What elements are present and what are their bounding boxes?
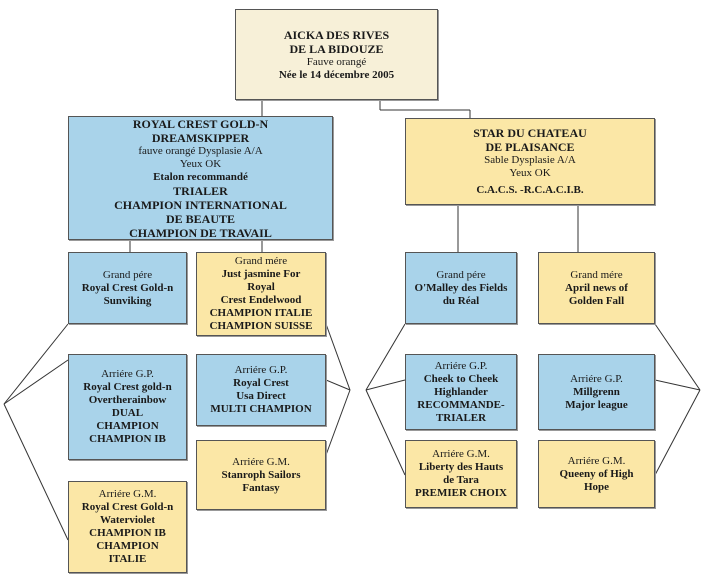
great-grandmother-1-line5: ITALIE bbox=[108, 553, 147, 565]
great-grandfather-3-line1: Cheek to Cheek bbox=[423, 372, 499, 385]
great-grandmother-2-label: Arriére G.M. bbox=[232, 455, 290, 468]
right-grandmother-label: Grand mére bbox=[570, 268, 623, 281]
great-grandfather-2-box: Arriére G.P. Royal Crest Usa Direct MULT… bbox=[196, 354, 326, 426]
left-grandmother-label: Grand mére bbox=[234, 255, 288, 267]
great-grandfather-1-line3: DUAL bbox=[111, 407, 144, 419]
left-grandmother-line2: Royal bbox=[247, 281, 275, 293]
right-grandfather-line1: O'Malley des Fields bbox=[414, 281, 508, 294]
great-grandmother-3-line1: Liberty des Hauts bbox=[418, 461, 504, 473]
great-grandmother-1-line2: Waterviolet bbox=[100, 514, 155, 526]
right-grandfather-label: Grand pére bbox=[436, 268, 486, 281]
great-grandfather-3-line2: Highlander bbox=[434, 385, 488, 398]
great-grandfather-2-label: Arriére G.P. bbox=[234, 364, 288, 376]
sire-name-line1: ROYAL CREST GOLD-N bbox=[132, 116, 269, 131]
left-grandfather-box: Grand pére Royal Crest Gold-n Sunviking bbox=[68, 252, 187, 324]
great-grandfather-1-box: Arriére G.P. Royal Crest gold-n Overther… bbox=[68, 354, 187, 460]
sire-title-4: DE BEAUTE bbox=[165, 211, 236, 226]
great-grandfather-2-line2: Usa Direct bbox=[236, 390, 286, 402]
root-birth-date: Née le 14 décembre 2005 bbox=[278, 68, 395, 81]
left-grandmother-line3: Crest Endelwood bbox=[220, 294, 302, 306]
sire-info-line1: fauve orangé Dysplasie A/A bbox=[138, 144, 263, 157]
left-grandfather-line1: Royal Crest Gold-n bbox=[81, 281, 174, 294]
great-grandmother-1-line3: CHAMPION IB bbox=[89, 527, 166, 539]
great-grandmother-1-line4: CHAMPION bbox=[96, 540, 159, 552]
great-grandfather-3-label: Arriére G.P. bbox=[434, 359, 488, 372]
great-grandmother-3-label: Arriére G.M. bbox=[432, 448, 490, 460]
right-grandmother-line1: April news of bbox=[565, 281, 628, 294]
dam-title: C.A.C.S. -R.C.A.C.I.B. bbox=[476, 184, 584, 196]
sire-title-2: TRIALER bbox=[173, 183, 228, 198]
great-grandfather-3-box: Arriére G.P. Cheek to Cheek Highlander R… bbox=[405, 354, 517, 430]
dam-info-line1: Sable Dysplasie A/A bbox=[484, 154, 576, 166]
great-grandfather-1-line4: CHAMPION bbox=[96, 420, 159, 432]
great-grandmother-4-box: Arriére G.M. Queeny of High Hope bbox=[538, 440, 655, 508]
sire-box: ROYAL CREST GOLD-N DREAMSKIPPER fauve or… bbox=[68, 116, 333, 240]
great-grandfather-4-line1: Millgrenn bbox=[573, 385, 620, 398]
root-dog-box: AICKA DES RIVES DE LA BIDOUZE Fauve oran… bbox=[235, 9, 438, 100]
great-grandfather-2-line3: MULTI CHAMPION bbox=[210, 403, 312, 415]
great-grandfather-1-line5: CHAMPION IB bbox=[89, 433, 166, 445]
left-grandmother-line1: Just jasmine For bbox=[221, 268, 301, 280]
great-grandmother-2-line1: Stanroph Sailors bbox=[221, 468, 301, 481]
dam-name-line2: DE PLAISANCE bbox=[485, 140, 575, 154]
left-grandmother-line4: CHAMPION ITALIE bbox=[209, 307, 313, 319]
great-grandfather-4-box: Arriére G.P. Millgrenn Major league bbox=[538, 354, 655, 430]
great-grandfather-2-line1: Royal Crest bbox=[233, 377, 289, 389]
sire-name-line2: DREAMSKIPPER bbox=[151, 130, 250, 145]
great-grandmother-4-label: Arriére G.M. bbox=[567, 454, 626, 467]
great-grandmother-2-line2: Fantasy bbox=[242, 481, 280, 494]
great-grandfather-3-line3: RECOMMANDE- bbox=[417, 398, 505, 411]
great-grandmother-4-line1: Queeny of High bbox=[559, 467, 634, 480]
right-grandmother-line2: Golden Fall bbox=[568, 294, 625, 307]
great-grandmother-3-line2: de Tara bbox=[443, 474, 479, 486]
great-grandfather-1-label: Arriére G.P. bbox=[101, 368, 154, 380]
dam-name-line1: STAR DU CHATEAU bbox=[473, 126, 587, 140]
great-grandfather-4-label: Arriére G.P. bbox=[570, 372, 623, 385]
left-grandmother-box: Grand mére Just jasmine For Royal Crest … bbox=[196, 252, 326, 336]
root-name-line2: DE LA BIDOUZE bbox=[289, 41, 384, 56]
left-grandmother-line5: CHAMPION SUISSE bbox=[209, 320, 313, 332]
great-grandfather-1-line1: Royal Crest gold-n bbox=[83, 381, 172, 393]
right-grandfather-box: Grand pére O'Malley des Fields du Réal bbox=[405, 252, 517, 324]
left-grandfather-label: Grand pére bbox=[102, 268, 153, 281]
right-grandfather-line2: du Réal bbox=[442, 294, 480, 307]
right-grandmother-box: Grand mére April news of Golden Fall bbox=[538, 252, 655, 324]
great-grandfather-1-line2: Overtherainbow bbox=[88, 394, 167, 406]
great-grandmother-1-line1: Royal Crest Gold-n bbox=[81, 501, 174, 513]
great-grandfather-4-line2: Major league bbox=[565, 398, 628, 411]
sire-title-1: Etalon recommandé bbox=[153, 170, 248, 183]
great-grandmother-3-line3: PREMIER CHOIX bbox=[415, 487, 507, 499]
great-grandmother-3-box: Arriére G.M. Liberty des Hauts de Tara P… bbox=[405, 440, 517, 508]
left-grandfather-line2: Sunviking bbox=[103, 294, 152, 307]
great-grandmother-1-box: Arriére G.M. Royal Crest Gold-n Watervio… bbox=[68, 481, 187, 573]
great-grandmother-1-label: Arriére G.M. bbox=[98, 488, 157, 500]
dam-box: STAR DU CHATEAU DE PLAISANCE Sable Dyspl… bbox=[405, 118, 655, 205]
root-color: Fauve orangé bbox=[306, 55, 367, 68]
great-grandmother-2-box: Arriére G.M. Stanroph Sailors Fantasy bbox=[196, 440, 326, 510]
sire-title-3: CHAMPION INTERNATIONAL bbox=[114, 197, 287, 212]
great-grandmother-4-line2: Hope bbox=[583, 480, 610, 493]
sire-info-line2: Yeux OK bbox=[179, 157, 222, 170]
great-grandfather-3-line4: TRIALER bbox=[435, 411, 487, 424]
dam-info-line2: Yeux OK bbox=[509, 167, 551, 179]
sire-title-5: CHAMPION DE TRAVAIL bbox=[129, 225, 272, 240]
root-name-line1: AICKA DES RIVES bbox=[283, 27, 390, 42]
